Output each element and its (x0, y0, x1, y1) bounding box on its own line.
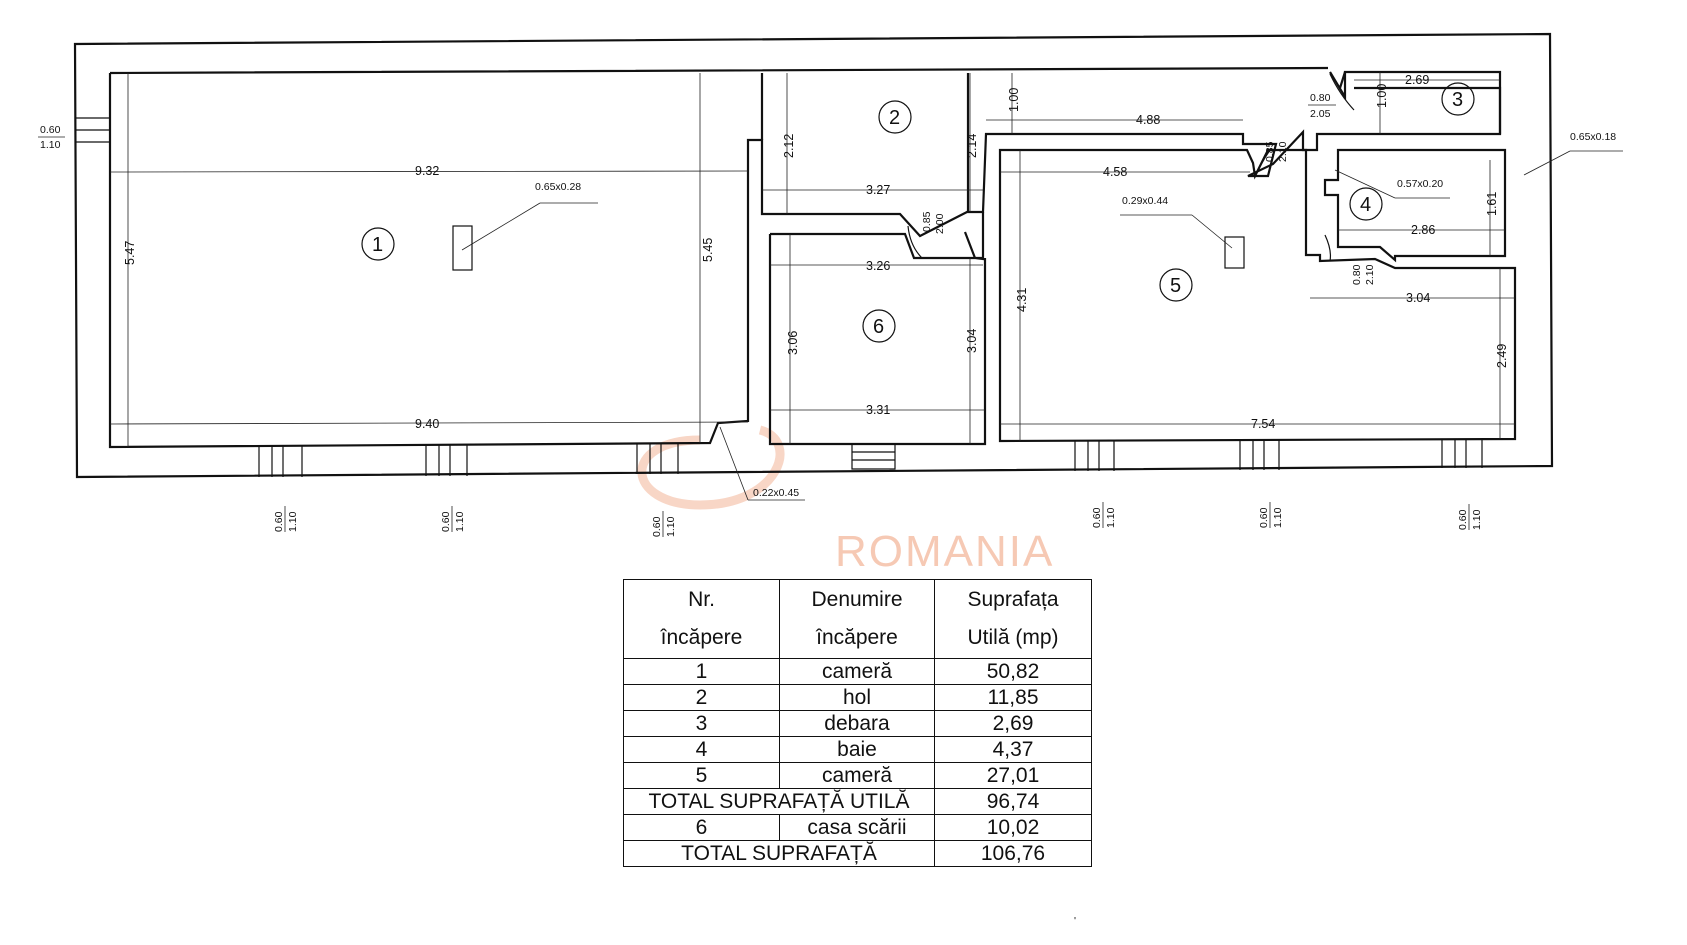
dim-2-12: 2.12 (782, 134, 796, 158)
room-1-walls (108, 66, 1502, 449)
door-swing (1329, 73, 1355, 111)
dim-5-47: 5.47 (123, 241, 137, 265)
dim-1-61: 1.61 (1485, 192, 1499, 216)
room-4-walls (1323, 148, 1507, 263)
room-6-walls (768, 234, 987, 446)
svg-text:0.60: 0.60 (651, 516, 663, 537)
svg-text:0.60: 0.60 (1457, 509, 1469, 530)
dim-2-49: 2.49 (1495, 344, 1509, 368)
dim-2-10: 2.10 (1277, 141, 1289, 162)
window-label-den: 1.10 (40, 139, 61, 151)
dim-2-00: 2.00 (934, 213, 946, 234)
bottom-windows (258, 439, 1483, 477)
dim-2-05: 2.05 (1310, 108, 1331, 120)
dim-4-58: 4.58 (1103, 165, 1127, 179)
svg-text:1.10: 1.10 (454, 511, 466, 532)
dim-0-80: 0.80 (1351, 264, 1363, 285)
room-number-3: 3 (1452, 89, 1463, 111)
annotation-duct-5: 0.29x0.44 (1122, 195, 1168, 207)
annotation-opening: 0.22x0.45 (753, 487, 799, 499)
svg-text:1.10: 1.10 (665, 516, 677, 537)
bottom-window-labels: 0.60 1.10 0.60 1.10 0.60 1.10 0.60 1.10 … (273, 502, 1483, 537)
dim-2-69: 2.69 (1405, 73, 1429, 87)
table-row: 4 baie 4,37 (623, 736, 1092, 763)
dim-0-85: 0.85 (1264, 141, 1276, 162)
svg-text:0.60: 0.60 (1091, 507, 1103, 528)
dim-4-31: 4.31 (1015, 288, 1029, 312)
hall-walls (760, 73, 985, 261)
header-room-name: Denumire încăpere (779, 579, 935, 659)
table-row: 5 cameră 27,01 (623, 762, 1092, 789)
dim-4-88: 4.88 (1136, 113, 1160, 127)
header-room-number: Nr. încăpere (623, 579, 780, 659)
room-number-6: 6 (873, 316, 884, 338)
table-row: 2 hol 11,85 (623, 684, 1092, 711)
dim-5-45: 5.45 (701, 238, 715, 262)
duct-room5 (1224, 236, 1245, 269)
dim-1-00: 1.00 (1007, 88, 1021, 112)
dim-0-80: 0.80 (1310, 92, 1331, 104)
dim-3-04: 3.04 (1406, 291, 1430, 305)
dim-3-27: 3.27 (866, 183, 890, 197)
dim-3-04: 3.04 (965, 329, 979, 353)
dim-2-14: 2.14 (965, 134, 979, 158)
dim-2-10: 2.10 (1364, 264, 1376, 285)
duct-room1 (452, 225, 473, 271)
total-useful-row: TOTAL SUPRAFAȚĂ UTILĂ 96,74 (623, 788, 1092, 815)
dim-9-40: 9.40 (415, 417, 439, 431)
window-label-num: 0.60 (40, 124, 61, 136)
svg-text:1.10: 1.10 (1105, 507, 1117, 528)
outer-wall (73, 32, 1554, 479)
svg-text:0.60: 0.60 (440, 511, 452, 532)
dimension-lines (38, 72, 1623, 501)
table-header-row: Nr. încăpere Denumire încăpere Suprafața… (623, 579, 1092, 659)
dim-9-32: 9.32 (415, 164, 439, 178)
room-3-walls (1338, 71, 1502, 134)
table-row: 6 casa scării 10,02 (623, 814, 1092, 841)
area-table: Nr. încăpere Denumire încăpere Suprafața… (623, 579, 1092, 867)
room-5-walls (998, 148, 1517, 443)
annotation-duct-1: 0.65x0.28 (535, 181, 581, 193)
watermark-text: ROMANIA (835, 527, 1054, 576)
table-row: 1 cameră 50,82 (623, 658, 1092, 685)
header-area: Suprafața Utilă (mp) (934, 579, 1092, 659)
annotation-vent-right: 0.65x0.18 (1570, 131, 1616, 143)
room-number-1: 1 (372, 234, 383, 256)
svg-text:1.10: 1.10 (287, 511, 299, 532)
svg-text:1.10: 1.10 (1471, 509, 1483, 530)
dim-3-31: 3.31 (866, 403, 890, 417)
room-number-2: 2 (889, 107, 900, 129)
door-swing (1254, 149, 1271, 177)
table-row: 3 debara 2,69 (623, 710, 1092, 737)
stair-opening (851, 444, 896, 470)
door-swing (1324, 234, 1332, 262)
svg-text:1.10: 1.10 (1272, 507, 1284, 528)
dim-2-86: 2.86 (1411, 223, 1435, 237)
watermark: ROMANIA (637, 425, 1054, 576)
svg-text:0.60: 0.60 (1258, 507, 1270, 528)
dim-0-85: 0.85 (921, 211, 933, 232)
dim-7-54: 7.54 (1251, 417, 1275, 431)
door-swing (907, 225, 923, 259)
left-window (75, 117, 110, 143)
dim-3-06: 3.06 (786, 331, 800, 355)
dim-3-26: 3.26 (866, 259, 890, 273)
total-row: TOTAL SUPRAFAȚĂ 106,76 (623, 840, 1092, 867)
room-numbers: 1 2 3 4 5 6 (361, 82, 1475, 343)
svg-text:0.60: 0.60 (273, 511, 285, 532)
room-number-4: 4 (1360, 194, 1371, 216)
annotation-vent-4: 0.57x0.20 (1397, 178, 1443, 190)
svg-text:': ' (1074, 915, 1076, 927)
dim-1-00: 1.00 (1375, 84, 1389, 108)
room-number-5: 5 (1170, 275, 1181, 297)
